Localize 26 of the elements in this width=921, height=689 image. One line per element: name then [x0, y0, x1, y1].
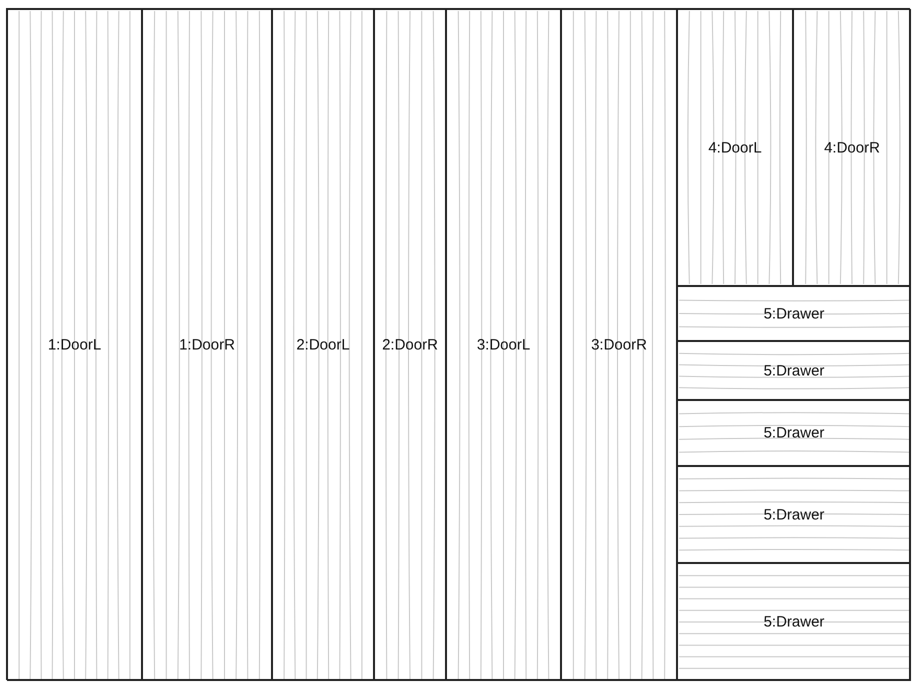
door-panel	[272, 9, 374, 681]
door-panel	[793, 9, 911, 286]
door-panel	[561, 9, 677, 681]
drawer-panel	[677, 466, 911, 563]
part-label: 5:Drawer	[764, 506, 824, 523]
part-label: 5:Drawer	[764, 424, 824, 442]
part-label: 2:DoorL	[296, 336, 350, 354]
part-label: 2:DoorR	[382, 336, 438, 354]
part-label: 4:DoorR	[824, 139, 880, 156]
drawer-panel	[677, 400, 911, 466]
part-label: 4:DoorL	[708, 139, 762, 156]
door-panel	[142, 9, 272, 681]
door-panel	[374, 9, 446, 681]
part-label: 5:Drawer	[764, 305, 824, 322]
drawer-panel	[677, 563, 911, 681]
drawer-panel	[677, 341, 911, 400]
part-label: 5:Drawer	[764, 614, 824, 630]
door-panel	[446, 9, 561, 681]
part-label: 3:DoorR	[591, 336, 647, 354]
door-panel	[7, 9, 142, 681]
door-panel	[677, 9, 793, 286]
part-label: 1:DoorR	[179, 336, 235, 354]
part-label: 3:DoorL	[476, 336, 530, 354]
part-label: 1:DoorL	[48, 336, 102, 354]
part-label: 5:Drawer	[764, 362, 824, 379]
drawer-panel	[677, 286, 911, 341]
